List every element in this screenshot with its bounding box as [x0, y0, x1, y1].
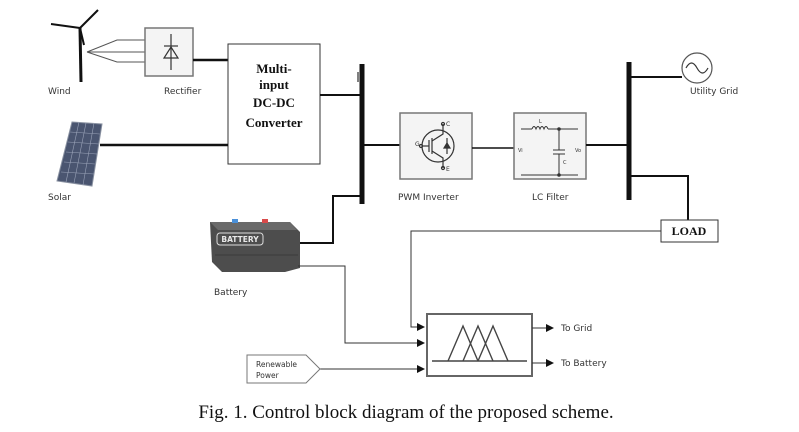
renewable-line-2: Power [256, 371, 280, 380]
utility-grid-label: Utility Grid [690, 87, 738, 97]
load-label: LOAD [672, 224, 707, 238]
lc-circuit-icon [521, 126, 578, 177]
to-grid-label: To Grid [560, 324, 592, 334]
lc-filter-block[interactable]: L C Vi Vo [513, 112, 587, 180]
solar-label: Solar [48, 193, 71, 203]
load-block[interactable]: LOAD [660, 219, 719, 243]
rectifier-block[interactable] [144, 27, 194, 77]
dc-dc-converter-block[interactable]: Multi- input DC-DC Converter [227, 43, 321, 165]
inverter-label: PWM Inverter [398, 193, 459, 203]
renewable-power-input[interactable]: Renewable Power [246, 354, 321, 384]
pwm-inverter-block[interactable]: C G E [399, 112, 473, 180]
battery-label: Battery [214, 288, 248, 298]
bus-to-load-wire [629, 175, 689, 222]
wind-label: Wind [48, 87, 71, 97]
fuzzy-controller-block[interactable] [426, 313, 533, 377]
inverter-pin-c: C [446, 121, 450, 128]
converter-line-4: Converter [245, 115, 302, 130]
renewable-line-1: Renewable [256, 360, 297, 369]
solar-panel-icon [56, 121, 103, 187]
battery-to-bus-wire [298, 195, 362, 244]
converter-line-1: Multi- [256, 61, 291, 76]
inverter-pin-e: E [446, 166, 450, 173]
figure-caption: Fig. 1. Control block diagram of the pro… [198, 402, 613, 423]
wind-turbine-icon [50, 9, 99, 83]
converter-line-2: input [259, 77, 289, 92]
converter-line-3: DC-DC [253, 95, 295, 110]
rectifier-label: Rectifier [164, 87, 202, 97]
filter-pin-out: Vo [575, 148, 581, 154]
igbt-icon [418, 121, 455, 171]
filter-pin-in: Vi [518, 148, 523, 154]
battery-icon: BATTERY [210, 219, 300, 272]
ac-source-icon[interactable] [681, 52, 713, 84]
load-signal-line [410, 230, 661, 331]
battery-signal-line [298, 265, 425, 347]
wind-rectifier-wires [86, 39, 145, 63]
fuzzy-membership-icon [432, 324, 527, 362]
battery-badge: BATTERY [221, 235, 259, 244]
filter-pin-l: L [539, 119, 542, 125]
diode-icon [162, 34, 180, 70]
to-battery-label: To Battery [560, 359, 607, 369]
filter-pin-c: C [563, 160, 567, 166]
inverter-pin-g: G [415, 141, 420, 148]
filter-label: LC Filter [532, 193, 569, 203]
